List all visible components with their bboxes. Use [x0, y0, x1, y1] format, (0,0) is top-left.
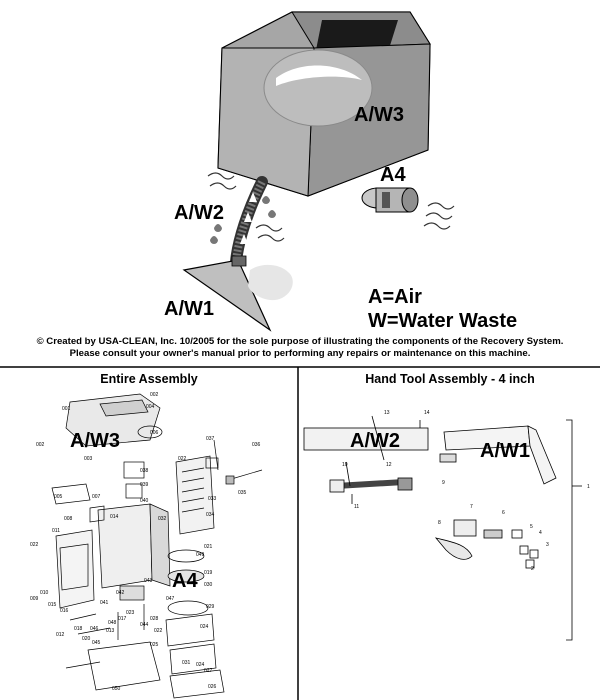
- vacuum-motor-label: A4: [380, 164, 406, 186]
- part-number: 048: [108, 620, 117, 626]
- part-number: 13: [384, 410, 390, 416]
- part-number: 047: [166, 596, 175, 602]
- part-number: 6: [502, 510, 505, 516]
- hose: [230, 176, 268, 268]
- entire-assembly-title: Entire Assembly: [100, 372, 198, 386]
- part-number: 013: [106, 628, 115, 634]
- part-number: 041: [100, 600, 109, 606]
- part-number: 031: [182, 660, 191, 666]
- part-number: 008: [64, 516, 73, 522]
- recovery-tank-label: A/W3: [354, 104, 404, 126]
- part-number: 043: [144, 578, 153, 584]
- part-number: 8: [438, 520, 441, 526]
- part-number: 025: [150, 642, 159, 648]
- part-number: 11: [354, 504, 359, 510]
- part-number: 040: [140, 498, 149, 504]
- part-number: 023: [126, 610, 135, 616]
- part-number: 029: [206, 604, 215, 610]
- recovery-tank: [217, 11, 431, 197]
- part-number: 009: [30, 596, 39, 602]
- floor-wand: [182, 255, 293, 332]
- part-number: 033: [208, 496, 217, 502]
- part-number: 037: [206, 436, 215, 442]
- part-number: 038: [140, 468, 149, 474]
- entire-assembly-tank-tag: A/W3: [70, 430, 120, 452]
- part-number: 12: [386, 462, 392, 468]
- part-number: 012: [56, 632, 65, 638]
- part-number: 050: [112, 686, 121, 692]
- part-number: 2: [531, 566, 534, 572]
- part-number: 022: [30, 542, 39, 548]
- hand-tool-hose-tag: A/W2: [350, 430, 400, 452]
- part-number: 1: [587, 484, 590, 490]
- part-number: 10: [342, 462, 348, 468]
- legend-air: A=Air: [368, 286, 422, 308]
- part-number: 026: [208, 684, 217, 690]
- caption-line-2: Please consult your owner's manual prior…: [69, 348, 531, 359]
- part-number: 020: [82, 636, 91, 642]
- part-number: 032: [158, 516, 167, 522]
- part-number: 030: [204, 582, 213, 588]
- part-number: 027: [204, 668, 213, 674]
- entire-assembly-motor-tag: A4: [172, 570, 198, 592]
- part-number: 021: [204, 544, 213, 550]
- part-number: 005: [54, 494, 63, 500]
- copyright-caption: © Created by USA-CLEAN, Inc. 10/2005 for…: [0, 336, 600, 360]
- hand-tool-assembly-title: Hand Tool Assembly - 4 inch: [365, 372, 535, 386]
- part-number: 018: [74, 626, 83, 632]
- part-number: 011: [52, 528, 60, 534]
- part-number: 003: [84, 456, 93, 462]
- part-number: 045: [92, 640, 101, 646]
- part-number: 028: [150, 616, 159, 622]
- air-and-water-symbols: [207, 172, 455, 242]
- part-number: 7: [470, 504, 473, 510]
- part-number: 019: [204, 570, 213, 576]
- hand-tool-part-numbers: 1 2 3 4 5 6 7 8 9 10 11 12 13 14: [342, 410, 590, 572]
- part-number: 039: [140, 482, 149, 488]
- legend-water: W=Water Waste: [368, 310, 518, 332]
- part-number: 001: [62, 406, 71, 412]
- hand-tool-wand-tag: A/W1: [480, 440, 530, 462]
- part-number: 042: [116, 590, 125, 596]
- entire-assembly-part-numbers: 001 002 002 003 004 005 006 007 008 009 …: [30, 392, 261, 692]
- part-number: 024: [200, 624, 209, 630]
- wand-label: A/W1: [164, 298, 214, 320]
- part-number: 022: [154, 628, 163, 634]
- water-drops: [210, 196, 276, 244]
- part-number: 006: [150, 430, 159, 436]
- part-number: 036: [252, 442, 261, 448]
- part-number: 022: [178, 456, 187, 462]
- vacuum-motor: [361, 187, 419, 213]
- part-number: 9: [442, 480, 445, 486]
- caption-line-1: © Created by USA-CLEAN, Inc. 10/2005 for…: [36, 336, 564, 347]
- hose-label: A/W2: [174, 202, 224, 224]
- part-number: 14: [424, 410, 430, 416]
- part-number: 004: [146, 404, 155, 410]
- hand-tool-assembly-drawing: [303, 415, 582, 641]
- part-number: 015: [48, 602, 57, 608]
- part-number: 3: [546, 542, 549, 548]
- part-number: 016: [60, 608, 69, 614]
- part-number: 034: [206, 512, 215, 518]
- part-number: 010: [40, 590, 49, 596]
- part-number: 014: [110, 514, 119, 520]
- part-number: 035: [238, 490, 247, 496]
- part-number: 007: [92, 494, 101, 500]
- part-number: 4: [539, 530, 542, 536]
- part-number: 046: [90, 626, 99, 632]
- part-number: 017: [118, 616, 127, 622]
- part-number: 049: [196, 552, 205, 558]
- part-number: 024: [196, 662, 205, 668]
- part-number: 002: [36, 442, 45, 448]
- part-number: 002: [150, 392, 159, 398]
- entire-assembly-drawing: [51, 393, 263, 699]
- part-number: 5: [530, 524, 533, 530]
- part-number: 044: [140, 622, 149, 628]
